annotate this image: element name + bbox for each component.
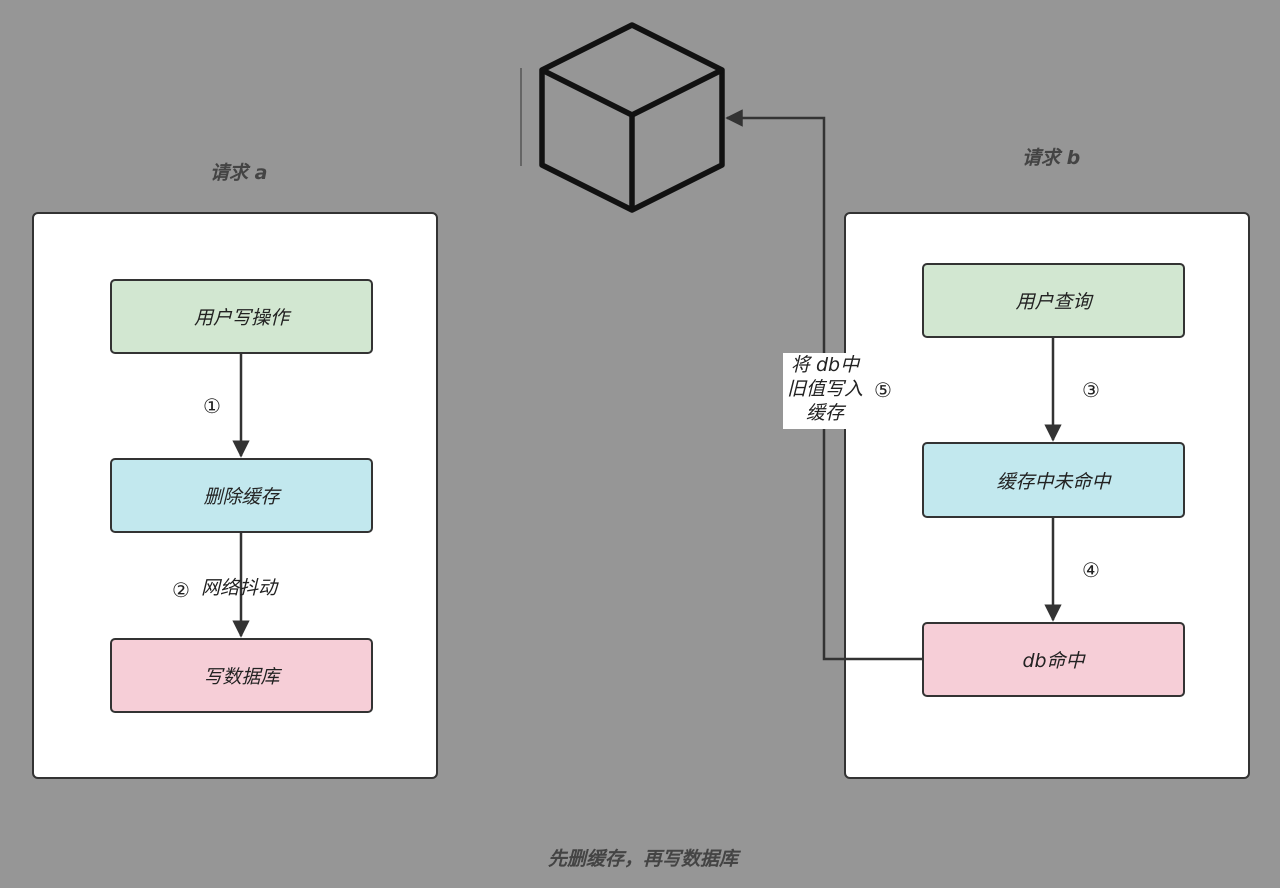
write-back-line-2: 旧值写入 [786,378,863,400]
node-user-write: 用户写操作 [110,279,373,354]
cube-icon [539,22,725,213]
step-2-marker: ② [172,578,190,602]
node-user-query: 用户查询 [922,263,1185,338]
node-cache-miss: 缓存中未命中 [922,442,1185,518]
step-4-marker: ④ [1082,558,1100,582]
diagram-caption: 先删缓存，再写数据库 [548,848,739,870]
node-write-db: 写数据库 [110,638,373,713]
request-b-title: 请求 b [1022,147,1081,169]
write-back-label: 将 db中 旧值写入 缓存 [783,353,867,429]
step-3-marker: ③ [1082,378,1100,402]
request-a-title: 请求 a [210,162,268,184]
step-1-marker: ① [203,394,221,418]
network-jitter-label: 网络抖动 [201,577,278,599]
write-back-line-3: 缓存 [805,402,844,424]
step-5-marker: ⑤ [874,378,892,402]
write-back-line-1: 将 db中 [790,354,860,376]
node-delete-cache: 删除缓存 [110,458,373,533]
node-db-hit: db命中 [922,622,1185,697]
